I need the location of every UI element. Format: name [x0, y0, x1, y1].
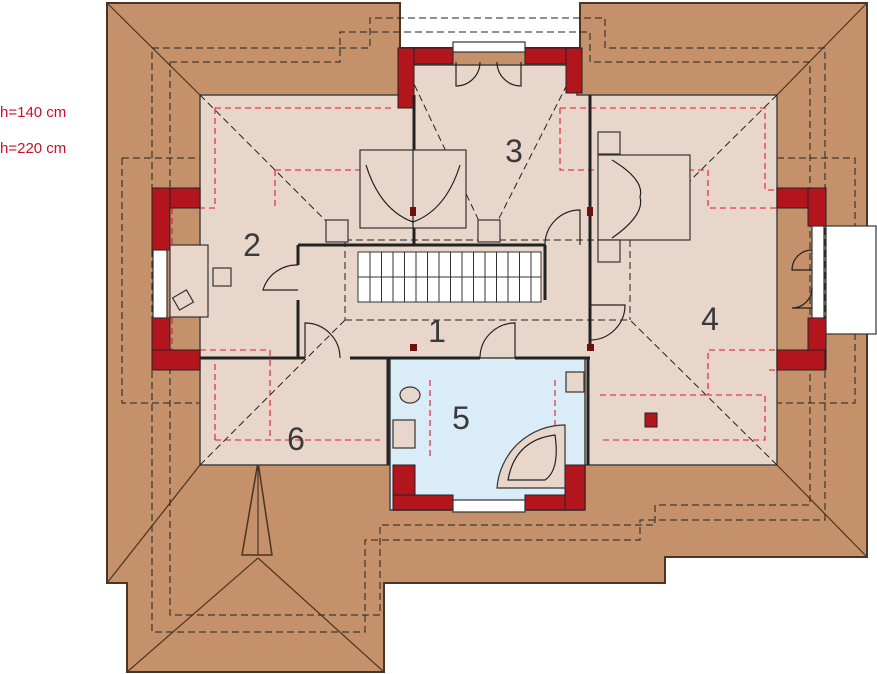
furniture — [169, 131, 691, 489]
room-5-label: 5 — [452, 400, 470, 436]
ridge-lines — [199, 64, 778, 466]
staircase — [357, 251, 542, 303]
height-lines — [171, 107, 805, 460]
exterior-walls — [151, 47, 827, 511]
legend-height-220: h=220 cm — [0, 140, 66, 157]
room-labels: 1 2 3 4 5 6 — [243, 133, 719, 457]
doors — [262, 61, 813, 359]
room-3-label: 3 — [505, 133, 523, 169]
room-6-label: 6 — [287, 421, 305, 457]
windows — [152, 41, 877, 513]
legend-height-140: h=140 cm — [0, 104, 66, 121]
room-2-label: 2 — [243, 227, 261, 263]
room-1-label: 1 — [428, 313, 446, 349]
room-4-label: 4 — [701, 301, 719, 337]
